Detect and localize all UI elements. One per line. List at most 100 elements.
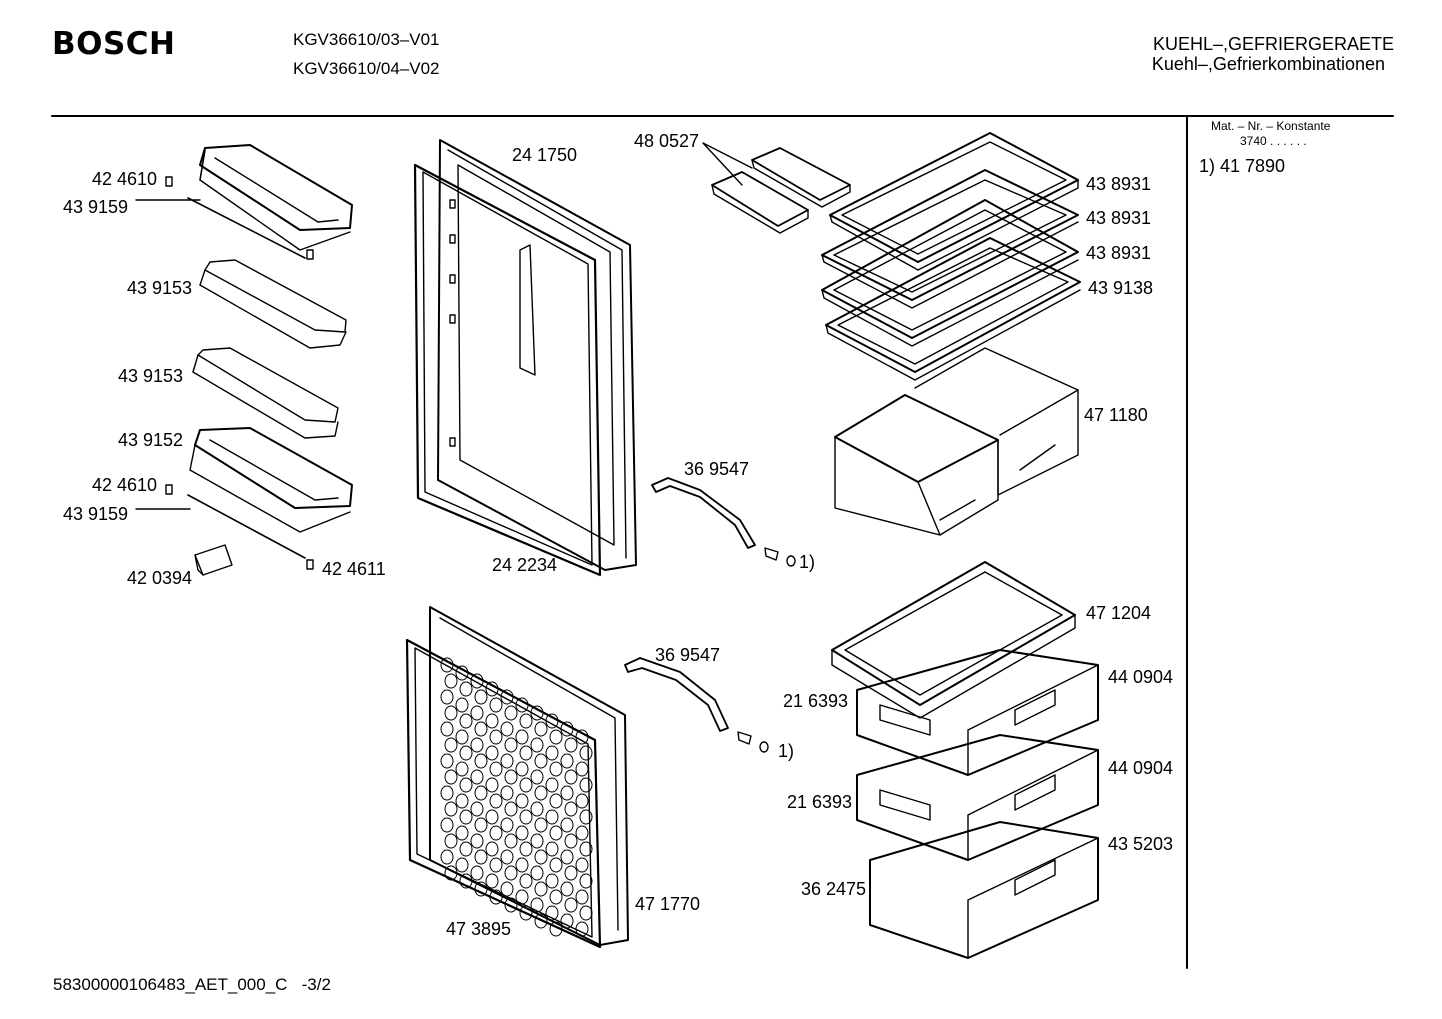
freezer-door-dimple — [445, 802, 457, 816]
freezer-door-dimple — [550, 922, 562, 936]
freezer-door-dimple — [445, 738, 457, 752]
freezer-door-dimple — [550, 826, 562, 840]
freezer-door-dimple — [535, 882, 547, 896]
freezer-door-dimple — [576, 858, 588, 872]
part-label-439159-bottom: 43 9159 — [63, 504, 129, 524]
freezer-door-dimple — [576, 922, 588, 936]
part-label-420394: 42 0394 — [127, 568, 193, 588]
freezer-door-dimple — [531, 706, 543, 720]
freezer-door-dimple — [456, 730, 468, 744]
freezer-drawer-3 — [870, 822, 1098, 958]
freezer-door-dimple — [550, 794, 562, 808]
screw-icon-top — [765, 548, 795, 566]
freezer-door-dimple — [531, 898, 543, 912]
cover-cap — [195, 545, 232, 575]
freezer-door-dimple — [561, 882, 573, 896]
freezer-door-dimple — [445, 674, 457, 688]
freezer-door-dimple — [516, 890, 528, 904]
freezer-door-dimple — [580, 906, 592, 920]
freezer-door-gasket — [407, 640, 600, 947]
vegetable-crisper — [835, 348, 1078, 535]
part-label-242234: 24 2234 — [492, 555, 558, 575]
part-label-424610-bottom: 42 4610 — [92, 475, 158, 495]
freezer-door-dimple — [486, 746, 498, 760]
freezer-door-dimple — [576, 826, 588, 840]
freezer-door-dimple — [471, 706, 483, 720]
freezer-door-dimple — [505, 866, 517, 880]
freezer-door-dimple — [441, 658, 453, 672]
balcony-rail-top — [188, 198, 305, 258]
freezer-door-dimple — [486, 810, 498, 824]
freezer-door-dimple — [486, 778, 498, 792]
part-label-471770: 47 1770 — [635, 894, 701, 914]
freezer-door-dimple — [550, 730, 562, 744]
freezer-door-dimple — [486, 842, 498, 856]
freezer-door-dimple — [475, 754, 487, 768]
part-label-369547-top: 36 9547 — [684, 459, 750, 479]
freezer-door-dimple — [535, 850, 547, 864]
part-label-424610-top: 42 4610 — [92, 169, 158, 189]
freezer-door-dimple — [531, 770, 543, 784]
part-label-216393-a: 21 6393 — [783, 691, 849, 711]
freezer-door-dimple — [516, 730, 528, 744]
part-label-362475: 36 2475 — [801, 879, 867, 899]
freezer-door-dimple — [550, 858, 562, 872]
freezer-door-dimple — [475, 818, 487, 832]
part-label-471204: 47 1204 — [1086, 603, 1152, 623]
freezer-door-dimple — [546, 810, 558, 824]
freezer-door-dimple — [441, 690, 453, 704]
freezer-door-dimple — [576, 794, 588, 808]
freezer-door-dimple — [456, 858, 468, 872]
freezer-door-dimple — [501, 690, 513, 704]
freezer-door-dimple — [460, 746, 472, 760]
fridge-door-gasket — [415, 165, 600, 575]
freezer-door-pattern — [441, 658, 592, 936]
part-label-480527: 48 0527 — [634, 131, 700, 151]
freezer-door-dimple — [580, 778, 592, 792]
ice-tray-front — [712, 172, 808, 233]
part-label-439138: 43 9138 — [1088, 278, 1154, 298]
freezer-door-dimple — [520, 874, 532, 888]
freezer-door-dimple — [486, 874, 498, 888]
freezer-door-dimple — [490, 794, 502, 808]
brand-logo: BOSCH — [52, 26, 176, 62]
freezer-door-dimple — [550, 890, 562, 904]
fridge-door-frame — [438, 140, 636, 570]
freezer-door-dimple — [516, 794, 528, 808]
freezer-door-dimple — [475, 786, 487, 800]
freezer-door-dimple — [501, 850, 513, 864]
model-number-2: KGV36610/04–V02 — [293, 59, 440, 78]
freezer-door-dimple — [501, 722, 513, 736]
freezer-door-dimple — [561, 786, 573, 800]
freezer-door-dimple — [580, 842, 592, 856]
freezer-door-dimple — [565, 738, 577, 752]
fridge-door-inner-panel — [450, 200, 535, 446]
freezer-door-dimple — [501, 754, 513, 768]
freezer-door-dimple — [475, 850, 487, 864]
door-shelf-bottom — [190, 428, 352, 532]
freezer-door-dimple — [456, 762, 468, 776]
freezer-door-dimple — [490, 826, 502, 840]
freezer-door-dimple — [441, 722, 453, 736]
footnote-part-ref: 1) 41 7890 — [1199, 156, 1286, 176]
freezer-door-dimple — [561, 850, 573, 864]
freezer-door-dimple — [520, 746, 532, 760]
freezer-door-dimple — [546, 714, 558, 728]
freezer-drawer-1 — [857, 650, 1098, 775]
freezer-door-dimple — [445, 834, 457, 848]
clip-icon-top — [166, 177, 313, 259]
freezer-door-dimple — [475, 690, 487, 704]
freezer-door-dimple — [460, 778, 472, 792]
freezer-door-dimple — [516, 698, 528, 712]
freezer-door-dimple — [460, 842, 472, 856]
part-label-439153-a: 43 9153 — [127, 278, 193, 298]
part-label-438931-c: 43 8931 — [1086, 243, 1152, 263]
glass-shelf-2 — [822, 170, 1078, 308]
freezer-door-dimple — [561, 754, 573, 768]
freezer-door-dimple — [535, 754, 547, 768]
freezer-door-dimple — [546, 778, 558, 792]
leader-480527 — [703, 143, 752, 185]
freezer-door-dimple — [471, 866, 483, 880]
freezer-door-dimple — [565, 802, 577, 816]
part-label-440904-b: 44 0904 — [1108, 758, 1174, 778]
